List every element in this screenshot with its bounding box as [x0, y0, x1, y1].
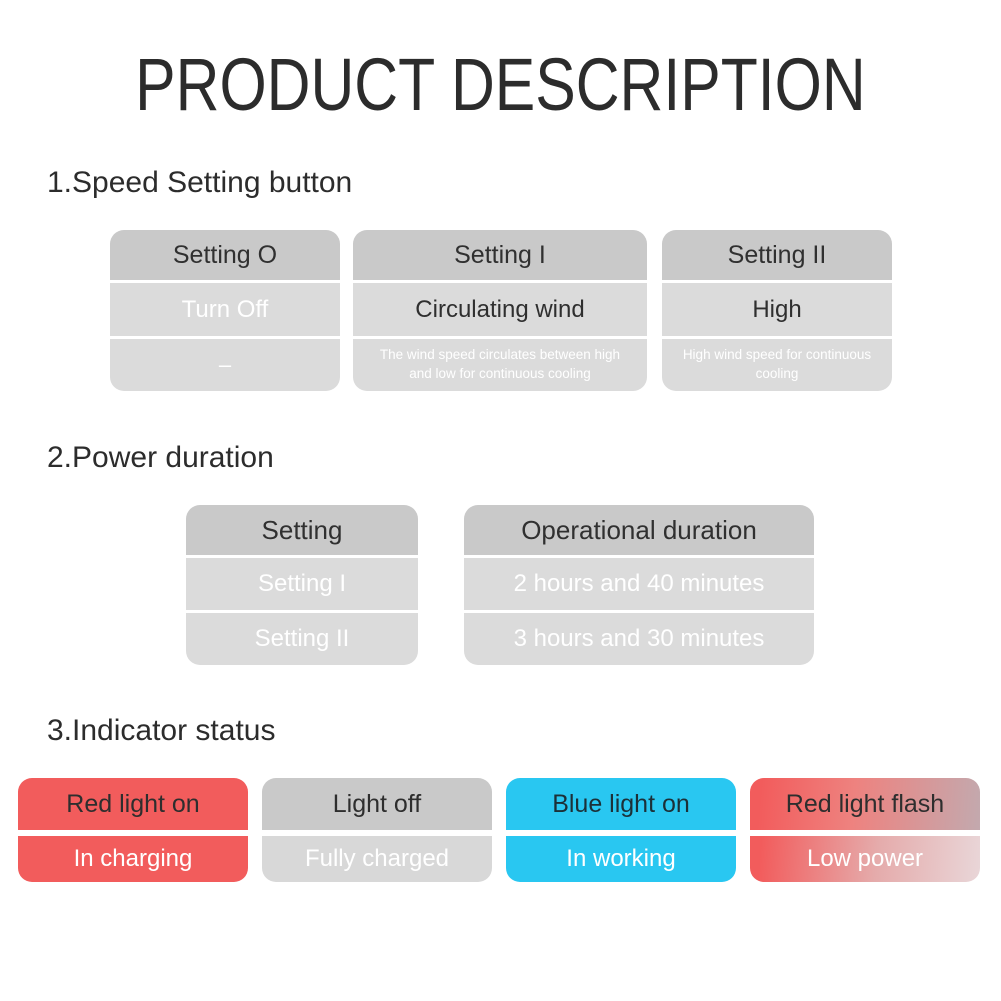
- indicator-card-red-light-flash-meaning: Low power: [750, 836, 980, 882]
- power-table-duration-header: Operational duration: [464, 505, 814, 555]
- indicator-card-red-light-flash: Red light flash Low power: [750, 778, 980, 882]
- power-table-setting-row-1: Setting I: [186, 558, 418, 610]
- speed-card-setting-ii: Setting II High High wind speed for cont…: [662, 230, 892, 391]
- power-table-setting-row-2: Setting II: [186, 613, 418, 665]
- power-table-duration-row-2: 3 hours and 30 minutes: [464, 613, 814, 665]
- speed-card-setting-o-note: –: [110, 339, 340, 391]
- power-table-duration-row-1: 2 hours and 40 minutes: [464, 558, 814, 610]
- indicator-card-light-off: Light off Fully charged: [262, 778, 492, 882]
- indicator-card-blue-light-on: Blue light on In working: [506, 778, 736, 882]
- speed-card-setting-i-value: Circulating wind: [353, 283, 647, 336]
- indicator-card-red-light-flash-status: Red light flash: [750, 778, 980, 830]
- power-table-setting-header: Setting: [186, 505, 418, 555]
- section-heading-power-duration: 2.Power duration: [47, 441, 274, 474]
- speed-card-setting-ii-value: High: [662, 283, 892, 336]
- indicator-card-blue-light-on-status: Blue light on: [506, 778, 736, 830]
- speed-card-setting-i-note-text: The wind speed circulates between high a…: [379, 347, 621, 381]
- page-title-wrap: PRODUCT DESCRIPTION: [0, 48, 1001, 122]
- indicator-card-blue-light-on-meaning: In working: [506, 836, 736, 882]
- speed-card-setting-o: Setting O Turn Off –: [110, 230, 340, 391]
- speed-card-setting-ii-note: High wind speed for continuous cooling: [662, 339, 892, 391]
- speed-card-setting-i: Setting I Circulating wind The wind spee…: [353, 230, 647, 391]
- speed-card-setting-o-value: Turn Off: [110, 283, 340, 336]
- speed-card-setting-ii-header: Setting II: [662, 230, 892, 280]
- speed-card-setting-i-note: The wind speed circulates between high a…: [353, 339, 647, 391]
- section-heading-speed-setting: 1.Speed Setting button: [47, 166, 353, 199]
- power-table-setting-column: Setting Setting I Setting II: [186, 505, 418, 665]
- speed-card-setting-ii-note-text: High wind speed for continuous cooling: [682, 347, 872, 381]
- indicator-card-light-off-status: Light off: [262, 778, 492, 830]
- speed-card-setting-i-header: Setting I: [353, 230, 647, 280]
- indicator-card-red-light-on-meaning: In charging: [18, 836, 248, 882]
- section-heading-indicator-status: 3.Indicator status: [47, 714, 276, 747]
- power-table-duration-column: Operational duration 2 hours and 40 minu…: [464, 505, 814, 665]
- page-title: PRODUCT DESCRIPTION: [135, 43, 866, 126]
- indicator-card-red-light-on: Red light on In charging: [18, 778, 248, 882]
- speed-card-setting-o-header: Setting O: [110, 230, 340, 280]
- indicator-card-red-light-on-status: Red light on: [18, 778, 248, 830]
- indicator-card-light-off-meaning: Fully charged: [262, 836, 492, 882]
